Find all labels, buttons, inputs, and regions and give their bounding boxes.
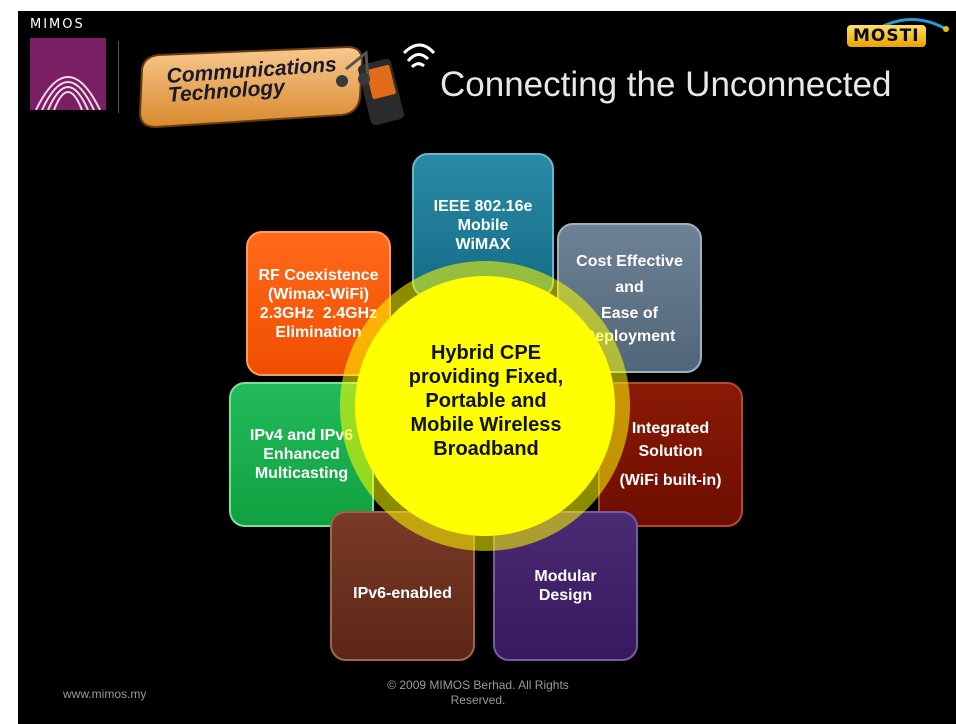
- tile-text-line: IPv4 and IPv6: [249, 427, 354, 444]
- slide-title: Connecting the Unconnected: [440, 65, 892, 104]
- center-text-line: Broadband: [433, 438, 539, 460]
- tile-text-line: RF Coexistence: [258, 266, 379, 284]
- tile-text-line: WiMAX: [455, 236, 511, 253]
- tile-text-line: IEEE 802.16e: [433, 198, 533, 215]
- footer-copyright: © 2009 MIMOS Berhad. All Rights Reserved…: [348, 678, 608, 708]
- tile-text-line: Ease of: [601, 305, 658, 322]
- center-text-line: Portable and: [425, 390, 547, 412]
- tile-text-line: (WiFi built-in): [619, 472, 722, 489]
- mimos-arch-icon: [30, 38, 106, 110]
- tile-text-line: Multicasting: [254, 465, 349, 482]
- tile-text-line: Integrated: [631, 420, 710, 437]
- footer-website: www.mimos.my: [63, 687, 147, 701]
- copyright-line-1: © 2009 MIMOS Berhad. All Rights: [387, 678, 569, 692]
- tile-cost-effective: Cost Effective and Ease of Deployment: [557, 223, 702, 373]
- slide: MIMOS Communications Technology M: [18, 11, 956, 724]
- logo-divider: [118, 41, 119, 113]
- copyright-line-2: Reserved.: [450, 693, 506, 707]
- center-text-line: Hybrid CPE: [430, 342, 542, 364]
- center-circle: [355, 276, 615, 536]
- tile-text-line: IPv6-enabled: [353, 584, 452, 602]
- communications-badge-icon: [138, 43, 436, 129]
- tile-text-line: Mobile: [457, 217, 509, 234]
- center-text-line: Mobile Wireless: [410, 414, 562, 436]
- tile-text-line: Design: [538, 587, 593, 604]
- tile-text-line: Solution: [638, 443, 703, 460]
- tile-rf-coexistence: RF Coexistence (Wimax-WiFi) 2.3GHz 2.4GH…: [246, 231, 391, 376]
- center-label: Hybrid CPE providing Fixed, Portable and…: [376, 341, 596, 461]
- mosti-logo: MOSTI: [847, 25, 926, 47]
- tile-text-line: Modular: [534, 568, 597, 585]
- mimos-logo-text: MIMOS: [30, 17, 85, 32]
- tile-text-line: (Wimax-WiFi): [267, 285, 370, 303]
- tile-text-line: and: [615, 279, 644, 296]
- tile-text-line: Cost Effective: [576, 253, 683, 270]
- tile-text-line: Enhanced: [263, 446, 340, 463]
- tile-text-line: 2.3GHz 2.4GHz: [259, 304, 378, 322]
- tile-text-line: Elimination: [275, 323, 362, 341]
- tile-integrated-solution: Integrated Solution (WiFi built-in): [598, 382, 743, 527]
- center-text-line: providing Fixed,: [408, 366, 564, 388]
